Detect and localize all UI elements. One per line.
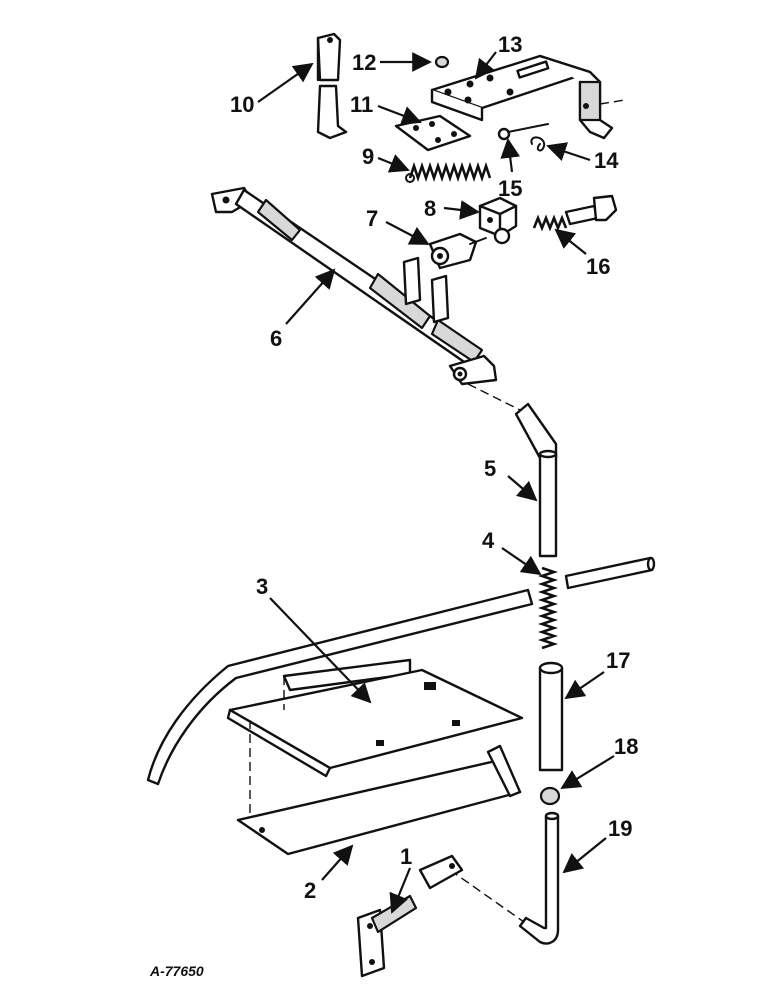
callout-11: 11 <box>350 92 373 117</box>
part-5-tube <box>514 402 558 558</box>
callout-16: 16 <box>586 254 610 279</box>
part-13-mounting-bracket <box>430 54 626 140</box>
figure-code: A-77650 <box>149 963 204 979</box>
callout-19: 19 <box>608 816 632 841</box>
callout-8: 8 <box>424 196 436 221</box>
callout-1: 1 <box>400 844 412 869</box>
callout-4: 4 <box>482 528 495 553</box>
callout-18: 18 <box>614 734 638 759</box>
part-4-spring <box>537 566 559 650</box>
part-10-bracket <box>316 32 348 140</box>
part-14-clip <box>530 136 546 152</box>
callout-14: 14 <box>594 148 619 173</box>
callout-17: 17 <box>606 648 630 673</box>
part-7-clevis <box>428 232 487 270</box>
callout-2: 2 <box>304 878 316 903</box>
part-12-nut <box>434 55 450 69</box>
part-3-plate-and-rod <box>146 588 534 830</box>
callout-7: 7 <box>366 206 378 231</box>
part-2-plate <box>236 744 522 856</box>
part-8-coupling <box>478 196 518 245</box>
part-15-pin <box>497 123 549 141</box>
callout-15: 15 <box>498 176 522 201</box>
part-19-l-rod <box>518 811 560 945</box>
callout-6: 6 <box>270 326 282 351</box>
callout-13: 13 <box>498 32 522 57</box>
callout-5: 5 <box>484 456 496 481</box>
part-16-bolt-spring <box>532 194 618 232</box>
part-17-sleeve <box>538 661 564 772</box>
callout-3: 3 <box>256 574 268 599</box>
part-11-plate <box>394 114 472 152</box>
callout-leaders <box>257 51 615 914</box>
callout-labels: 10 12 13 11 9 14 15 8 7 16 6 5 4 3 17 18… <box>230 32 638 903</box>
callout-10: 10 <box>230 92 254 117</box>
part-9-spring <box>405 161 492 183</box>
callout-9: 9 <box>362 144 374 169</box>
part-6-rock-shaft <box>210 186 498 386</box>
part-1-clip <box>356 854 464 978</box>
callout-12: 12 <box>352 50 376 75</box>
rod <box>564 556 656 590</box>
part-18-nut <box>539 786 561 806</box>
